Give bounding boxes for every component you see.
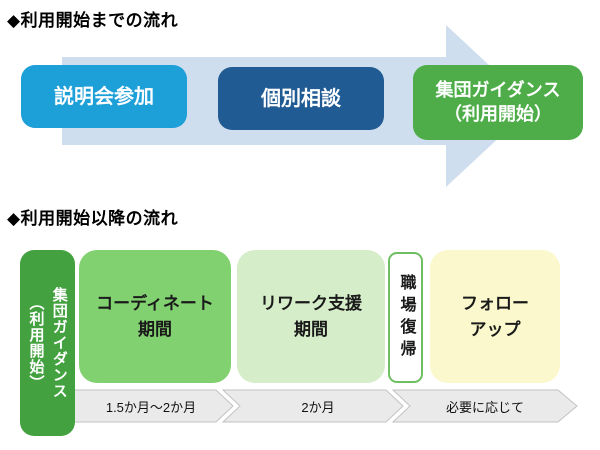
stage-rework-line1: リワーク支援: [260, 294, 362, 313]
stage-followup-line1: フォロー: [461, 294, 529, 313]
stage-box-guidance-vertical: 集団ガイダンス （利用開始）: [20, 250, 75, 436]
step-box-guidance: 集団ガイダンス （利用開始）: [413, 65, 583, 140]
timeline-segment-2: [221, 389, 404, 423]
step-guidance-label-line1: 集団ガイダンス: [435, 80, 561, 101]
step-consultation-label: 個別相談: [261, 87, 341, 110]
section2-title: ◆利用開始以降の流れ: [7, 209, 179, 228]
stage-guidance-line2: （利用開始）: [27, 295, 45, 391]
step-box-briefing: 説明会参加: [21, 65, 187, 128]
stage-box-return-to-work: 職場復帰: [388, 252, 423, 383]
timeline-segment-3: [391, 389, 578, 423]
stage-box-rework-support: リワーク支援 期間: [237, 250, 385, 383]
stage-rework-line2: 期間: [294, 319, 328, 339]
stage-coordinate-line1: コーディネート: [96, 294, 214, 313]
step-briefing-label: 説明会参加: [54, 85, 154, 108]
timeline-label-duration-3: 必要に応じて: [445, 399, 524, 415]
stage-guidance-line1: 集団ガイダンス: [50, 287, 68, 399]
stage-box-coordinate: コーディネート 期間: [79, 250, 231, 383]
timeline-label-duration-2: 2か月: [301, 399, 335, 415]
timeline-label-duration-1: 1.5か月～2か月: [105, 399, 197, 415]
section1-title: ◆利用開始までの流れ: [7, 11, 179, 30]
stage-guidance-vertical-text: 集団ガイダンス （利用開始）: [24, 287, 71, 399]
stage-coordinate-line2: 期間: [138, 319, 172, 339]
stage-followup-line2: アップ: [469, 319, 521, 339]
step-guidance-label-line2: （利用開始）: [444, 103, 552, 124]
stage-box-followup: フォロー アップ: [430, 250, 560, 383]
step-box-consultation: 個別相談: [218, 67, 384, 130]
stage-return-label: 職場復帰: [397, 273, 415, 362]
